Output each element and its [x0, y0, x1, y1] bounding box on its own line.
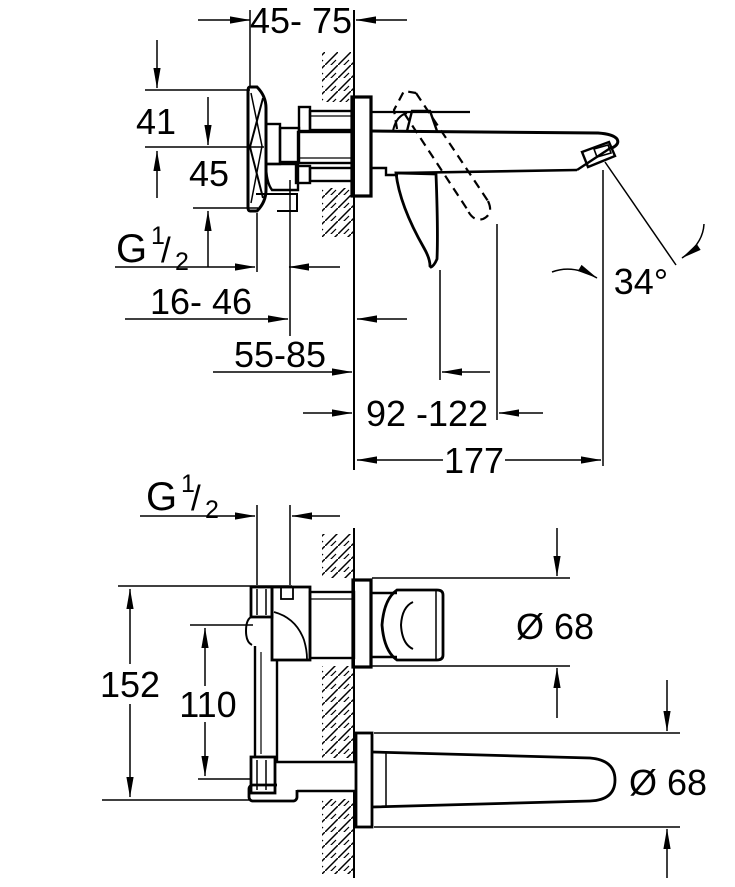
- thread-label-slash: /: [161, 231, 171, 270]
- dim-label-45-75: 45- 75: [250, 0, 352, 41]
- spout-front: [371, 750, 617, 809]
- base-step: [371, 166, 398, 177]
- angle-arrow-left: [551, 264, 598, 279]
- handle-knob: [380, 588, 445, 662]
- dim-label-16-46: 16- 46: [150, 281, 252, 322]
- dim-label-45: 45: [189, 153, 229, 194]
- pipe-top: [308, 109, 355, 132]
- thread-label-den: 2: [205, 496, 219, 524]
- side-view-dimensions: 45- 75 41 45 G 1 / 2 16- 46 55-85: [115, 0, 705, 481]
- front-view-dimensions: G 1 / 2 152 110 Ø 68: [100, 470, 707, 878]
- wall-hatch-upper: [322, 534, 353, 578]
- dim-label-55-85: 55-85: [234, 334, 326, 375]
- dim-label-110: 110: [179, 684, 236, 725]
- dashed-lever-lower-edge: [403, 112, 468, 210]
- wall-flange: [350, 95, 373, 198]
- aerator: [580, 140, 617, 169]
- pipe-bottom: [308, 166, 355, 183]
- handle-escutcheon: [351, 578, 373, 669]
- dim-label-34deg: 34°: [614, 261, 668, 302]
- handle-mount-bump: [405, 109, 439, 132]
- wall-section-front: [322, 528, 355, 878]
- front-view: G 1 / 2 152 110 Ø 68: [100, 470, 707, 878]
- spout-top-edge: [370, 129, 620, 150]
- body-lower-step: [256, 193, 298, 212]
- dim-label-177: 177: [444, 440, 504, 481]
- faucet-trim: [370, 89, 620, 269]
- wall-hatch-lower: [322, 799, 353, 874]
- spout-supply-pipe: [277, 763, 356, 790]
- thread-nipple-top: [249, 585, 274, 619]
- thread-label-g: G: [116, 227, 147, 271]
- thread-label-g: G: [146, 475, 177, 519]
- lever-handle-raised-dashed: [392, 89, 492, 221]
- body-lower-block: [264, 162, 300, 192]
- rough-in-body: [246, 85, 355, 213]
- thread-label-num: 1: [151, 222, 165, 250]
- lever-handle: [394, 171, 439, 269]
- body-side-bump: [244, 616, 253, 646]
- valve-cylinder: [308, 590, 356, 660]
- aerator-inner: [592, 144, 613, 158]
- thread-nipple-bottom: [249, 755, 277, 795]
- wall-section: [322, 10, 355, 470]
- handle-knob-inner-arc: [399, 601, 414, 650]
- wall-hatch-lower: [322, 188, 353, 237]
- body-housing-step: [280, 586, 294, 600]
- mounting-plate-cone-line-2: [250, 92, 263, 204]
- body-housing-curve: [273, 611, 308, 660]
- dim-label-dia68-bottom: Ø 68: [629, 762, 707, 803]
- side-view: 45- 75 41 45 G 1 / 2 16- 46 55-85: [115, 0, 705, 481]
- angle-arrow-right: [681, 223, 705, 259]
- body-hub: [264, 122, 282, 166]
- body-housing: [270, 585, 312, 662]
- body-hub-2: [278, 126, 301, 164]
- wall-hatch-middle: [322, 666, 353, 758]
- inlet-stub-top: [297, 105, 312, 133]
- dim-label-152: 152: [100, 664, 160, 705]
- spout-escutcheon: [354, 731, 374, 829]
- spout-tip-bevel: [576, 145, 613, 172]
- wall-hatch-upper: [322, 52, 353, 102]
- dashed-lever-upper-edge: [415, 92, 489, 202]
- dashed-lever-peak: [392, 89, 417, 130]
- body-foot: [247, 783, 299, 803]
- dim-label-92-122: 92 -122: [366, 393, 488, 434]
- angle-line: [604, 161, 677, 266]
- thread-label-slash: /: [191, 479, 201, 518]
- thread-label-num: 1: [181, 470, 195, 498]
- thread-label-den: 2: [175, 248, 189, 276]
- dim-label-41: 41: [136, 101, 176, 142]
- dashed-lever-tip: [466, 200, 492, 221]
- dim-label-dia68-top: Ø 68: [516, 606, 594, 647]
